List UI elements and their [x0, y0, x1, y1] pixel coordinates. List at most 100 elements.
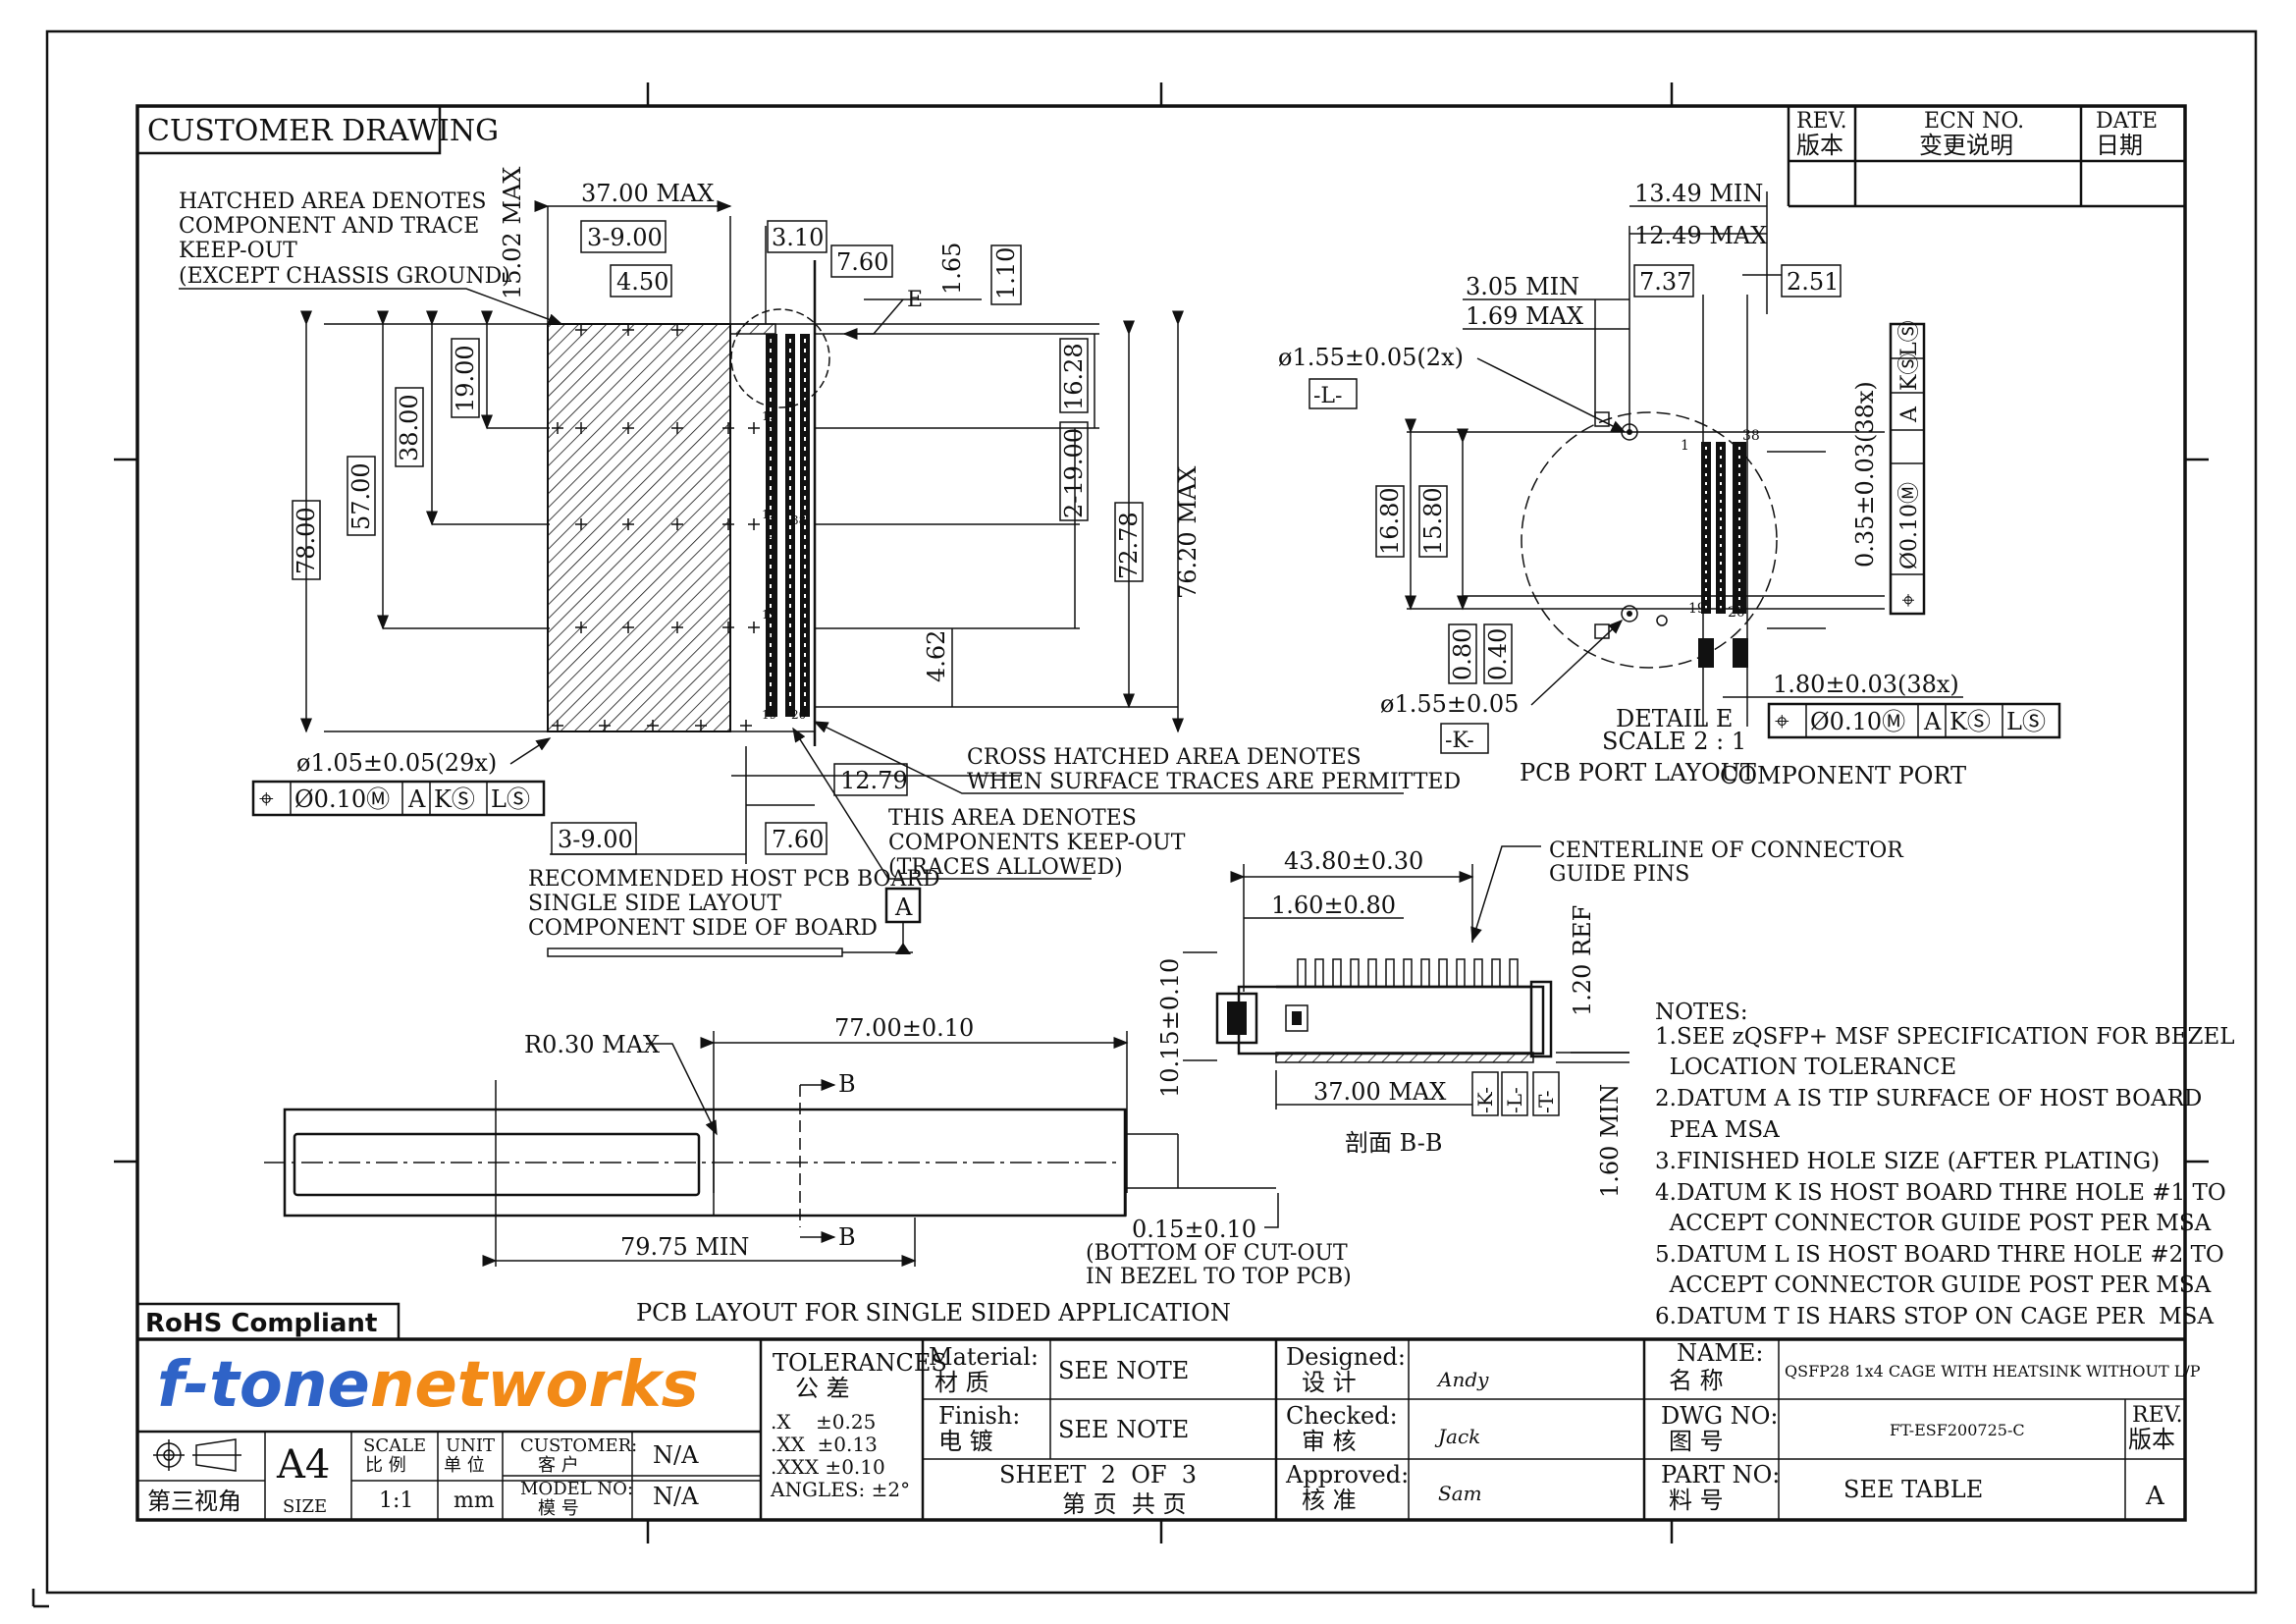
note-line-2: LOCATION TOLERANCE [1655, 1055, 1956, 1080]
hole-markers [552, 324, 760, 731]
centerline-note-2: GUIDE PINS [1549, 862, 1689, 887]
section-b-markers: B B [799, 1070, 856, 1251]
svg-text:1: 1 [1681, 438, 1689, 454]
approved-label-cn: 核 准 [1302, 1487, 1357, 1514]
tolerances-label: TOLERANCES [773, 1349, 947, 1377]
title-block: RoHS Compliant f-tonenetworks 第三视角 A4 SI… [135, 1302, 2201, 1520]
dim-1-65: 1.65 [938, 243, 966, 295]
finish-value: SEE NOTE [1058, 1416, 1189, 1443]
dim-3-10: 3.10 [772, 224, 824, 251]
guide-hole-k [1621, 605, 1638, 623]
dim-77: 77.00±0.10 [834, 1014, 974, 1042]
dim-37-max: 37.00 MAX [581, 180, 714, 207]
svg-text:HATCHED AREA DENOTES: HATCHED AREA DENOTES [179, 189, 486, 214]
finish-label-cn: 电 镀 [938, 1428, 993, 1455]
svg-text:Ø0.10Ⓜ: Ø0.10Ⓜ [294, 785, 390, 813]
host-note-1: RECOMMENDED HOST PCB BOARD [528, 867, 940, 892]
ecn-col-label: ECN NO. [1924, 109, 2024, 134]
dim-38: 38.00 [396, 394, 423, 461]
part-label-cn: 料 号 [1669, 1487, 1724, 1514]
svg-text:A: A [1897, 406, 1922, 423]
svg-text:KⓈ: KⓈ [1949, 708, 1991, 735]
customer-drawing-label: CUSTOMER DRAWING [147, 114, 499, 148]
host-board-edge [547, 947, 843, 957]
tol-angles: ANGLES: ±2° [770, 1478, 910, 1501]
zone-ticks [31, 82, 2209, 1608]
date-col-label-cn: 日期 [2096, 132, 2143, 159]
dim-2-51: 2.51 [1787, 268, 1839, 296]
customer-drawing-box [135, 104, 442, 155]
svg-text:B: B [838, 1223, 856, 1251]
dim-43-80: 43.80±0.30 [1284, 847, 1423, 875]
detail-e-scale: SCALE 2 : 1 [1602, 728, 1746, 755]
cage-with-heatsink [1215, 958, 1553, 1063]
dim-1-60-min: 1.60 MIN [1596, 1084, 1624, 1198]
rev-value: A [2145, 1482, 2165, 1511]
sheet-text: SHEET 2 OF 3 [999, 1461, 1197, 1489]
dim-37-max-section: 37.00 MAX [1313, 1078, 1446, 1106]
svg-text:19: 19 [762, 508, 776, 521]
dim-13-49-min: 13.49 MIN [1634, 180, 1763, 207]
host-note-3: COMPONENT SIDE OF BOARD [528, 916, 878, 941]
detail-e-circle [730, 308, 830, 408]
unit-label-en: UNIT [446, 1435, 495, 1456]
dim-15-80: 15.80 [1419, 487, 1447, 555]
material-label-cn: 材 质 [934, 1369, 989, 1396]
svg-text:-L-: -L- [1503, 1087, 1526, 1113]
bezel-note-2: IN BEZEL TO TOP PCB) [1086, 1265, 1352, 1289]
tolerances-label-cn: 公 差 [795, 1375, 850, 1402]
svg-text:A: A [407, 785, 426, 813]
tol-xx: .XX ±0.13 [771, 1433, 878, 1456]
svg-text:-K-: -K- [1473, 1087, 1497, 1113]
pad-size-note: 0.35±0.03(38x) [1851, 381, 1879, 568]
dwg-value: FT-ESF200725-C [1890, 1421, 2025, 1439]
tol-x: .X ±0.25 [771, 1410, 876, 1434]
dwg-label-cn: 图 号 [1669, 1428, 1724, 1455]
scale-label-cn: 比 例 [365, 1455, 406, 1476]
detail-e-view: 13.49 MIN 12.49 MAX 7.37 2.51 3.05 MIN 1… [1278, 180, 2061, 789]
label-e: E [907, 288, 923, 312]
dim-2-19: 2-19.00 [1060, 428, 1088, 518]
hole-29x-callout: ø1.05±0.05(29x) [296, 749, 497, 777]
customer-value: N/A [653, 1441, 699, 1469]
svg-text:19: 19 [762, 608, 776, 622]
pin-number-labels: 1 19 1 19 1 19 1 19 20 38 [762, 335, 806, 722]
dim-12-79: 12.79 [840, 767, 908, 794]
bezel-cutout [293, 1132, 701, 1197]
note-line-4: PEA MSA [1655, 1117, 1780, 1143]
svg-text:1: 1 [766, 426, 774, 440]
note-line-9: ACCEPT CONNECTOR GUIDE POST PER MSA [1655, 1272, 2212, 1298]
dim-0-80: 0.80 [1449, 628, 1476, 680]
name-value: QSFP28 1x4 CAGE WITH HEATSINK WITHOUT L/… [1785, 1362, 2201, 1380]
dim-1-10: 1.10 [992, 247, 1020, 299]
dim-0-40: 0.40 [1484, 628, 1512, 680]
pad-array [1698, 442, 1748, 668]
unit-value: mm [454, 1489, 495, 1513]
svg-text:Ø0.10Ⓜ: Ø0.10Ⓜ [1810, 708, 1905, 735]
dim-7-60-top: 7.60 [836, 248, 888, 276]
datum-l-box [1308, 378, 1358, 409]
customer-label-en: CUSTOMER: [520, 1435, 637, 1456]
svg-text:KⓈ: KⓈ [1897, 353, 1922, 391]
approved-value: Sam [1438, 1482, 1482, 1505]
date-col-label: DATE [2096, 109, 2158, 134]
dim-7-60-bottom: 7.60 [772, 826, 824, 853]
third-angle-projection-icon [153, 1438, 241, 1472]
approved-label: Approved: [1285, 1461, 1409, 1489]
material-value: SEE NOTE [1058, 1357, 1189, 1384]
host-note-2: SINGLE SIDE LAYOUT [528, 892, 781, 916]
revision-table: REV. 版本 ECN NO. 变更说明 DATE 日期 [1787, 106, 2185, 208]
name-label: NAME: [1677, 1339, 1764, 1367]
unit-label-cn: 单 位 [444, 1455, 485, 1476]
datum-k: -K- [1445, 729, 1474, 753]
pcb-port-layout: PCB PORT LAYOUT [1520, 759, 1756, 786]
part-value: SEE TABLE [1843, 1476, 1983, 1503]
svg-text:KⓈ: KⓈ [434, 785, 475, 813]
cross-hatch-note-2: WHEN SURFACE TRACES ARE PERMITTED [967, 770, 1461, 794]
svg-text:38: 38 [1742, 428, 1760, 444]
bezel-note-1: (BOTTOM OF CUT-OUT [1086, 1241, 1348, 1266]
size-value: A4 [276, 1442, 330, 1488]
size-label: SIZE [283, 1496, 327, 1517]
bezel-cutout-view: R0.30 MAX 77.00±0.10 B B 79.75 MIN 0.15±… [264, 1014, 1352, 1326]
